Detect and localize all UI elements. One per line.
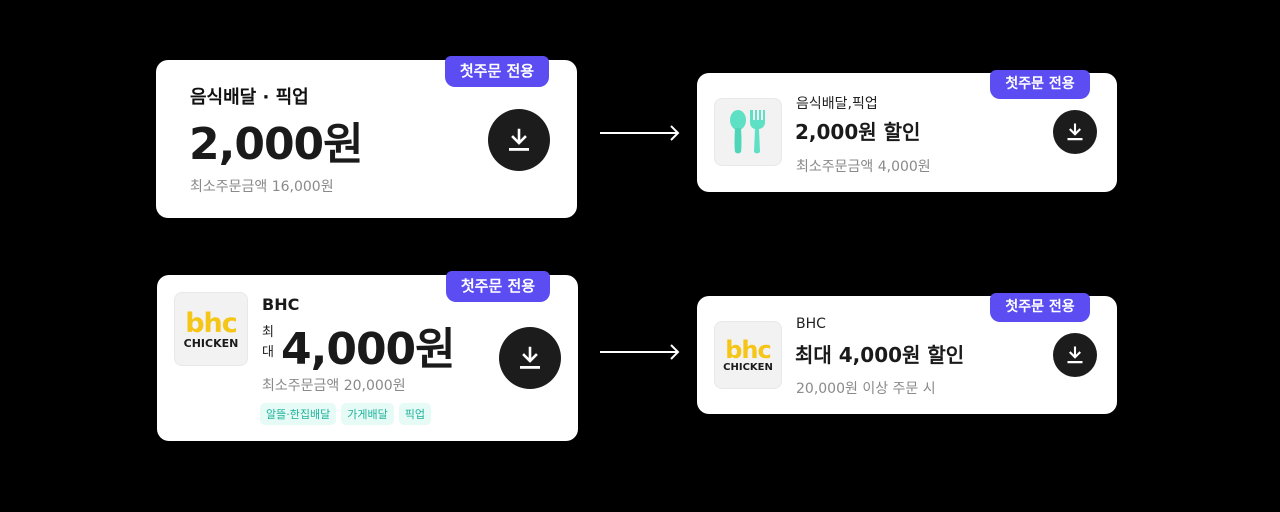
coupon-card-after-delivery: 첫주문 전용 음식배달,픽업 2,000원 할인 최소주문금액 4,000원 — [697, 70, 1117, 192]
coupon-card-after-bhc: 첫주문 전용 bhc CHICKEN BHC 최대 4,000원 할인 20,0… — [697, 293, 1117, 414]
first-order-badge: 첫주문 전용 — [445, 56, 549, 87]
coupon-amount: 2,000원 — [189, 119, 364, 170]
download-icon — [509, 128, 529, 151]
coupon-category: 음식배달,픽업 — [796, 96, 878, 112]
max-prefix-2: 대 — [262, 345, 274, 360]
store-name: BHC — [796, 316, 826, 332]
download-coupon-button[interactable] — [488, 109, 550, 171]
arrow-right-icon — [600, 344, 680, 360]
bhc-logo: bhc CHICKEN — [723, 335, 773, 373]
download-icon — [1067, 123, 1083, 141]
coupon-min-order: 최소주문금액 16,000원 — [190, 179, 334, 195]
store-name: BHC — [262, 295, 300, 314]
bhc-logo: bhc CHICKEN — [183, 307, 239, 350]
coupon-min-order: 최소주문금액 20,000원 — [262, 378, 406, 394]
arrow-right-icon — [600, 125, 680, 141]
coupon-min-order: 20,000원 이상 주문 시 — [796, 381, 936, 397]
download-coupon-button[interactable] — [1053, 110, 1097, 154]
coupon-min-order: 최소주문금액 4,000원 — [796, 159, 931, 175]
store-logo: bhc CHICKEN — [174, 292, 248, 366]
coupon-thumbnail — [714, 98, 782, 166]
store-logo: bhc CHICKEN — [714, 321, 782, 389]
download-icon — [1067, 346, 1083, 364]
first-order-badge: 첫주문 전용 — [990, 293, 1090, 322]
tag-pickup: 픽업 — [398, 403, 431, 425]
coupon-amount: 최대 4,000원 할인 — [795, 343, 965, 367]
coupon-amount: 4,000원 — [281, 324, 456, 375]
tag-store-delivery: 가게배달 — [341, 403, 394, 425]
coupon-amount: 2,000원 할인 — [795, 120, 921, 144]
first-order-badge: 첫주문 전용 — [990, 70, 1090, 99]
coupon-category: 음식배달 · 픽업 — [190, 87, 309, 108]
max-prefix-1: 최 — [262, 325, 274, 340]
first-order-badge: 첫주문 전용 — [446, 271, 550, 302]
download-icon — [520, 346, 540, 369]
coupon-card-before-bhc: 첫주문 전용 bhc CHICKEN BHC 최 대 4,000원 최소주문금액… — [157, 271, 578, 441]
coupon-card-before-delivery: 첫주문 전용 음식배달 · 픽업 2,000원 최소주문금액 16,000원 — [156, 56, 577, 218]
spoon-fork-icon — [730, 110, 765, 154]
download-coupon-button[interactable] — [499, 327, 561, 389]
tag-alddeul-hanjip: 알뜰·한집배달 — [260, 403, 337, 425]
download-coupon-button[interactable] — [1053, 333, 1097, 377]
